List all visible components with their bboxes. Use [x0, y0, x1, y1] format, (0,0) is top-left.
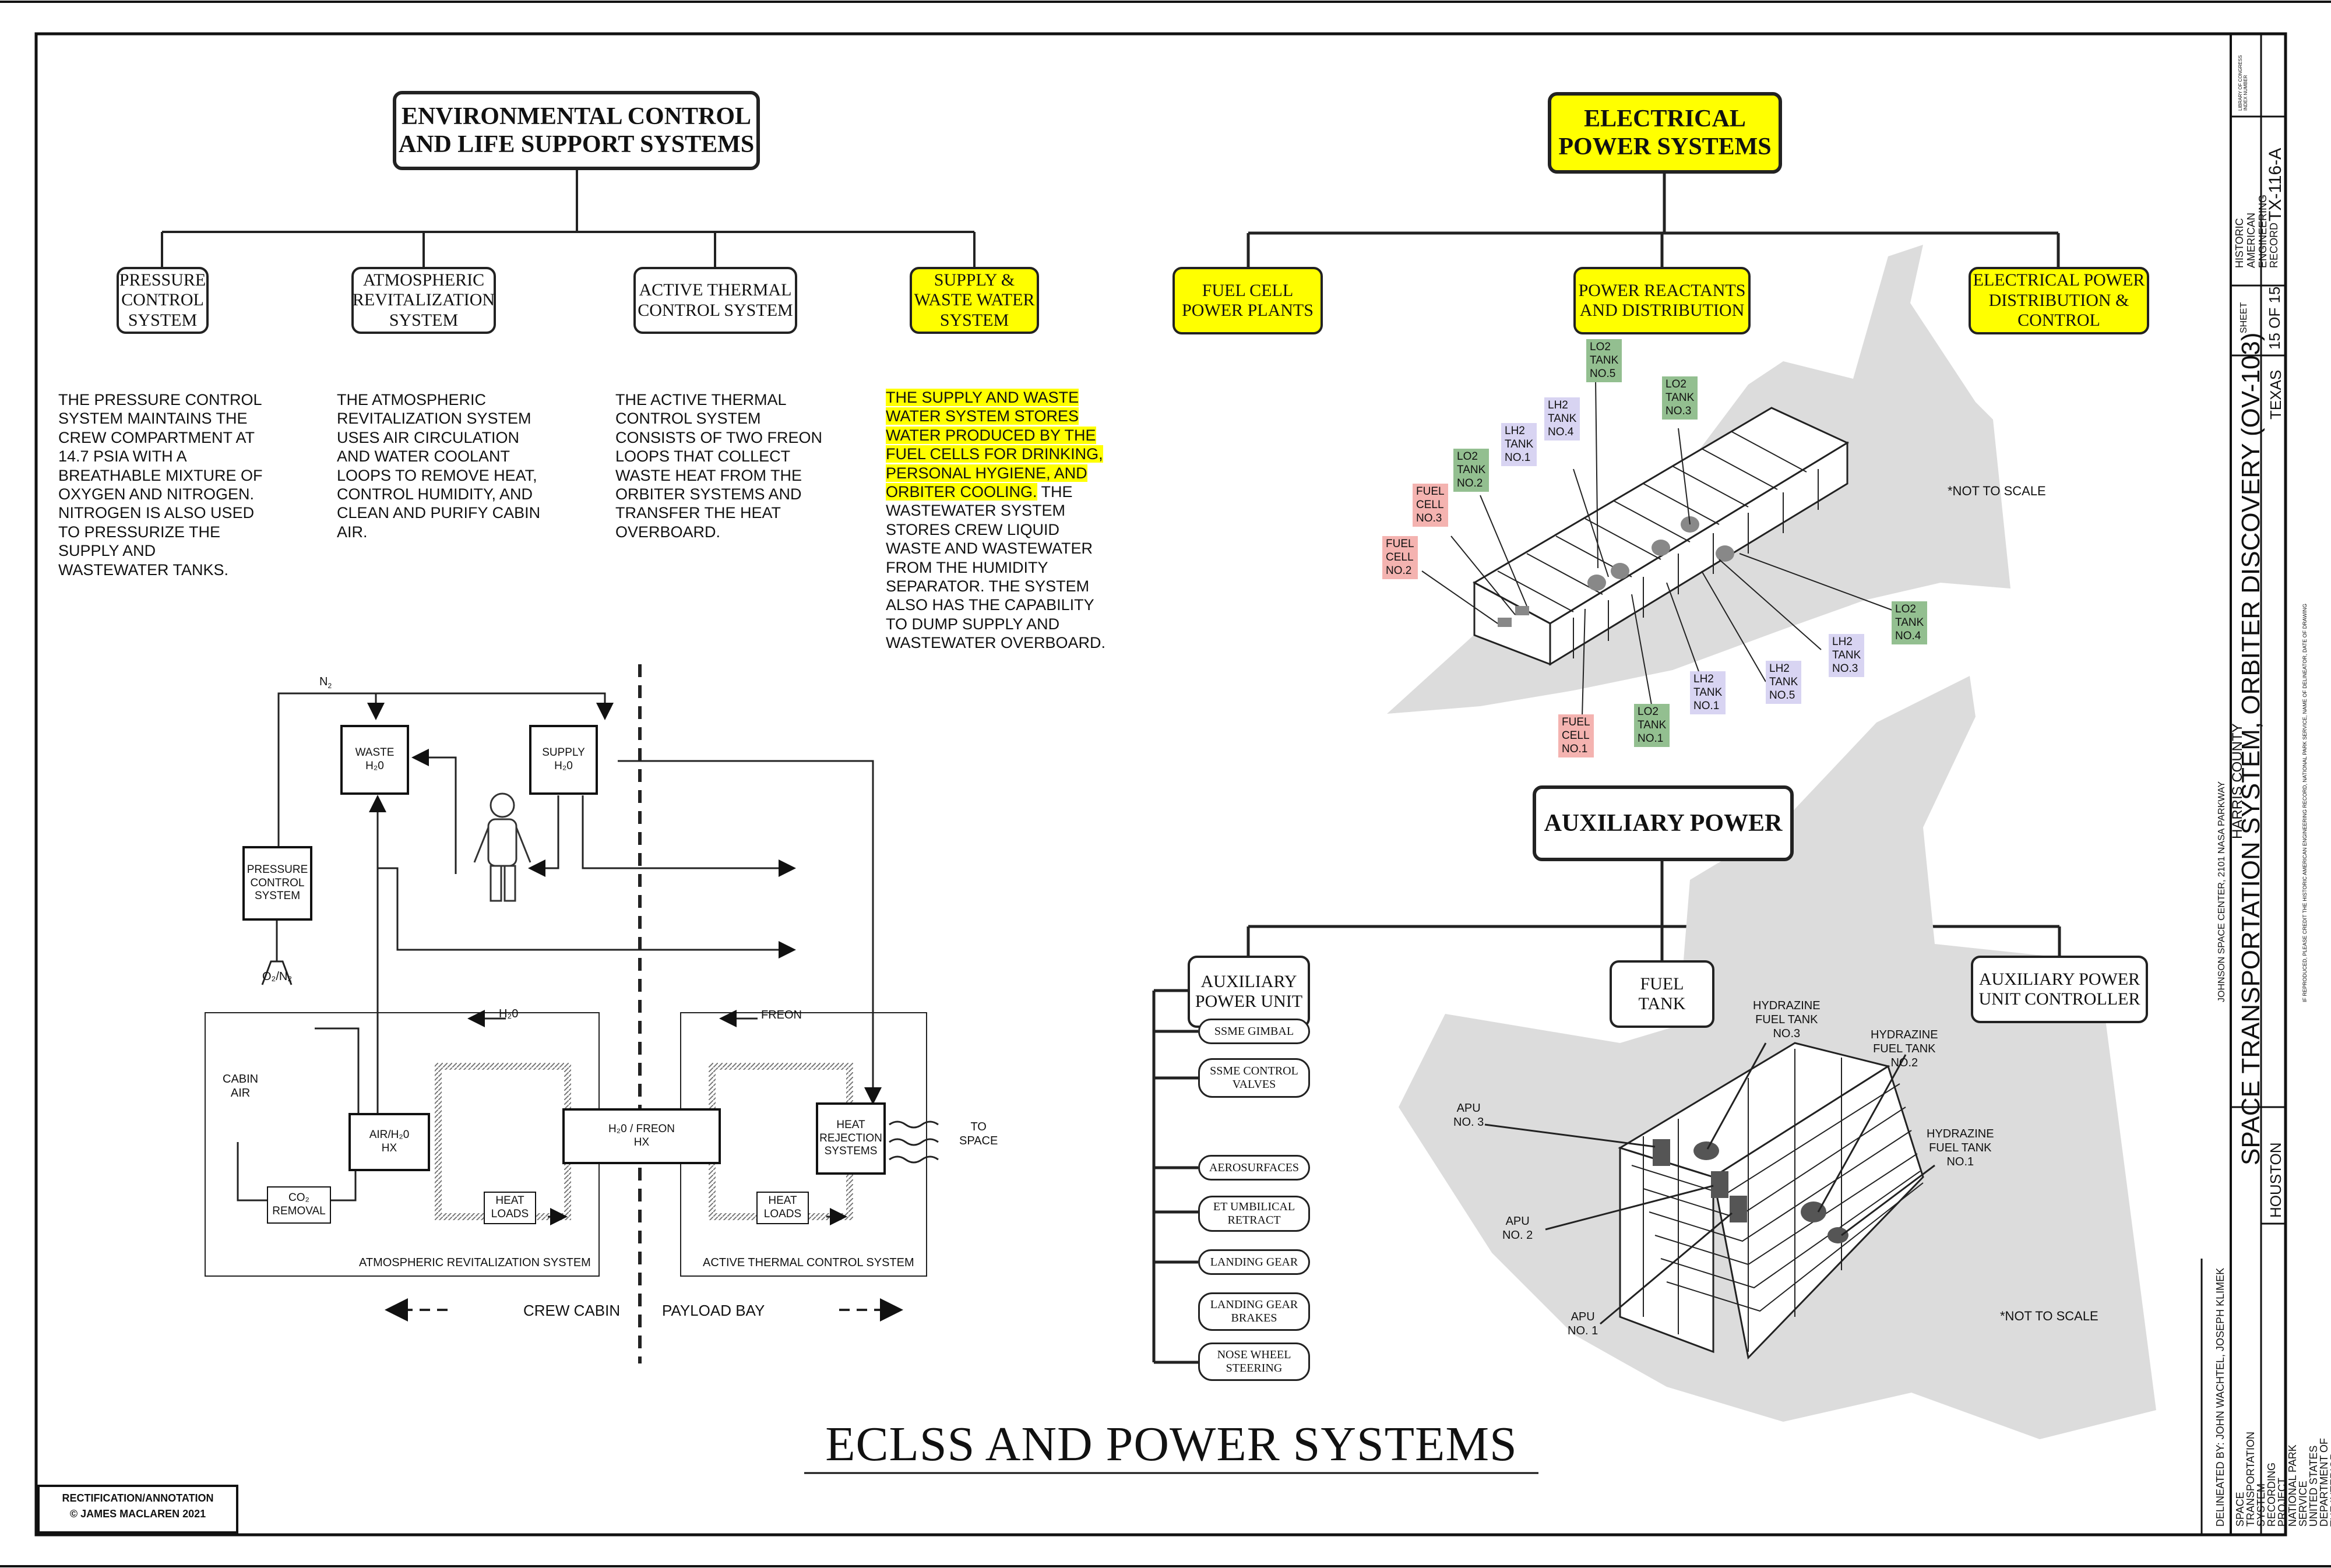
air-h2o-hx-box: AIR/H₂0 HX — [348, 1113, 430, 1171]
atcs-caption: ACTIVE THERMAL CONTROL SYSTEM — [703, 1256, 914, 1269]
nose-wheel-steering-item: NOSE WHEEL STEERING — [1198, 1343, 1310, 1381]
hydrazine-tank-2-label: HYDRAZINE FUEL TANK NO.2 — [1871, 1028, 1938, 1069]
ars-caption: ATMOSPHERIC REVITALIZATION SYSTEM — [359, 1256, 591, 1269]
aux-not-to-scale: *NOT TO SCALE — [2000, 1309, 2098, 1323]
apu-1-label: APU NO. 1 — [1568, 1310, 1598, 1337]
landing-gear-brakes-item: LANDING GEAR BRAKES — [1198, 1292, 1310, 1331]
cabin-air-label: CABIN AIR — [223, 1073, 259, 1100]
apu-controller-box: AUXILIARY POWER UNIT CONTROLLER — [1971, 956, 2148, 1023]
atmospheric-revitalization-description: THE ATMOSPHERIC REVITALIZATION SYSTEM US… — [337, 391, 541, 541]
tag-fuel-cell-2: FUEL CELL NO.2 — [1382, 536, 1418, 580]
tag-lo2-tank-5: LO2 TANK NO.5 — [1586, 339, 1622, 383]
eclss-title: ENVIRONMENTAL CONTROL AND LIFE SUPPORT S… — [393, 91, 760, 170]
waste-water-tank: WASTE H₂0 — [340, 725, 409, 795]
titleblock-sheet-number: 15 OF 15 — [2266, 286, 2283, 350]
n2-label: N2 — [319, 675, 332, 690]
crew-cabin-label: CREW CABIN — [523, 1302, 621, 1319]
o2-n2-label: O₂/N₂ — [262, 970, 293, 983]
sheet-title: ECLSS AND POWER SYSTEMS — [825, 1417, 1517, 1471]
tag-lo2-tank-4: LO2 TANK NO.4 — [1892, 601, 1928, 645]
heat-loads-box: HEAT LOADS — [484, 1192, 536, 1224]
credit-line-2: © JAMES MACLAREN 2021 — [69, 1508, 206, 1520]
payload-bay-label: PAYLOAD BAY — [662, 1302, 765, 1319]
description-rest: THE WASTEWATER SYSTEM STORES CREW LIQUID… — [886, 482, 1106, 652]
tag-fuel-cell-3: FUEL CELL NO.3 — [1413, 484, 1448, 527]
active-thermal-box: ACTIVE THERMAL CONTROL SYSTEM — [633, 267, 797, 334]
astronaut-icon — [473, 792, 531, 902]
titleblock-county: HARRIS COUNTY — [2230, 723, 2245, 839]
titleblock-sheet-label: SHEET — [2239, 302, 2249, 333]
tag-fuel-cell-1: FUEL CELL NO.1 — [1558, 714, 1594, 758]
h2o-freon-hx-box: H₂0 / FREON HX — [562, 1108, 721, 1164]
freon-flow-label: FREON — [761, 1009, 802, 1021]
credit-line-1: RECTIFICATION/ANNOTATION — [62, 1492, 214, 1504]
apu-2-label: APU NO. 2 — [1502, 1215, 1533, 1242]
tag-lo2-tank-1: LO2 TANK NO.1 — [1634, 704, 1670, 748]
tag-lh2-tank-1: LH2 TANK NO.1 — [1690, 671, 1726, 715]
pressure-control-box: PRESSURE CONTROL SYSTEM — [117, 267, 209, 334]
tag-lh2-tank-4-upper: LH2 TANK NO.4 — [1544, 397, 1580, 441]
eps-not-to-scale: *NOT TO SCALE — [1948, 484, 2046, 498]
heat-rejection-box: HEAT REJECTION SYSTEMS — [816, 1102, 886, 1175]
tag-lh2-tank-4: LH2 TANK NO.1 — [1501, 423, 1537, 467]
et-umbilical-retract-item: ET UMBILICAL RETRACT — [1198, 1196, 1310, 1232]
ssme-control-valves-item: SSME CONTROL VALVES — [1198, 1058, 1310, 1098]
titleblock-record-number: TX-116-A — [2266, 147, 2285, 221]
supply-water-tank: SUPPLY H₂0 — [529, 725, 598, 795]
co2-removal-box: CO₂ REMOVAL — [267, 1186, 331, 1224]
hydrazine-tank-3-label: HYDRAZINE FUEL TANK NO.3 — [1753, 999, 1821, 1040]
electrical-power-distribution-box: ELECTRICAL POWER DISTRIBUTION & CONTROL — [1969, 267, 2149, 334]
supply-waste-water-box: SUPPLY & WASTE WATER SYSTEM — [910, 267, 1039, 334]
titleblock-state: TEXAS — [2267, 369, 2284, 420]
apu-3-label: APU NO. 3 — [1453, 1102, 1484, 1129]
titleblock-agency: SPACE TRANSPORTATION SYSTEM RECORDING PR… — [2234, 1431, 2331, 1527]
tag-lo2-tank-3: LO2 TANK NO.3 — [1662, 376, 1698, 420]
credit-box: RECTIFICATION/ANNOTATION © JAMES MACLAREN… — [37, 1485, 238, 1534]
supply-waste-water-description: THE SUPPLY AND WASTE WATER SYSTEM STORES… — [886, 388, 1119, 652]
tag-lh2-tank-3: LH2 TANK NO.3 — [1829, 634, 1865, 678]
titleblock-reproduced: IF REPRODUCED, PLEASE CREDIT THE HISTORI… — [2302, 604, 2308, 1002]
titleblock-index: LIBRARY OF CONGRESS INDEX NUMBER — [2238, 55, 2248, 111]
ssme-gimbal-item: SSME GIMBAL — [1198, 1019, 1310, 1044]
fuel-tank-box: FUEL TANK — [1610, 960, 1714, 1028]
h2o-flow-label: H₂0 — [499, 1007, 519, 1020]
pressure-control-schematic: PRESSURE CONTROL SYSTEM — [242, 846, 312, 921]
titleblock-city: HOUSTON — [2267, 1142, 2284, 1218]
atmospheric-revitalization-box: ATMOSPHERIC REVITALIZATION SYSTEM — [351, 267, 496, 334]
hydrazine-tank-1-label: HYDRAZINE FUEL TANK NO.1 — [1927, 1127, 1994, 1168]
power-reactants-box: POWER REACTANTS AND DISTRIBUTION — [1573, 267, 1751, 334]
aux-title: AUXILIARY POWER — [1533, 785, 1794, 861]
eps-title: ELECTRICAL POWER SYSTEMS — [1548, 92, 1782, 174]
heat-loads-box-2: HEAT LOADS — [756, 1192, 809, 1224]
tag-lo2-tank-2: LO2 TANK NO.2 — [1453, 449, 1490, 492]
landing-gear-item: LANDING GEAR — [1198, 1249, 1310, 1275]
titleblock-address: JOHNSON SPACE CENTER, 2101 NASA PARKWAY — [2217, 781, 2227, 1002]
tag-lh2-tank-5: LH2 TANK NO.5 — [1766, 661, 1802, 704]
apu-box: AUXILIARY POWER UNIT — [1188, 956, 1310, 1028]
aerosurfaces-item: AEROSURFACES — [1198, 1155, 1310, 1181]
titleblock-delineated: DELINEATED BY: JOHN WACHTEL, JOSEPH KLIM… — [2214, 1267, 2226, 1527]
active-thermal-description: THE ACTIVE THERMAL CONTROL SYSTEM CONSIS… — [615, 391, 823, 541]
to-space-label: TO SPACE — [959, 1120, 998, 1147]
fuel-cell-power-plants-box: FUEL CELL POWER PLANTS — [1172, 267, 1323, 334]
pressure-control-description: THE PRESSURE CONTROL SYSTEM MAINTAINS TH… — [58, 391, 263, 579]
